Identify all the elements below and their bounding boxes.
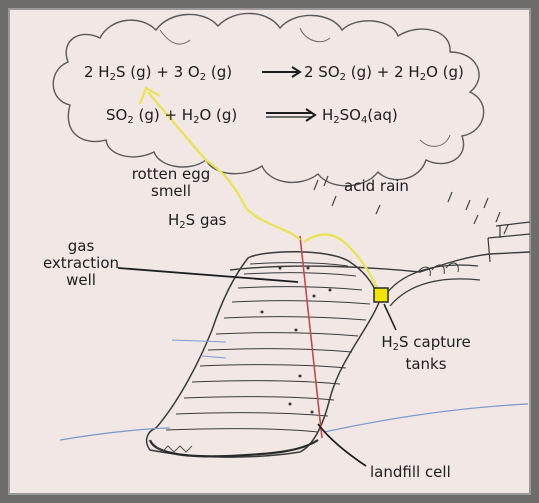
eq2-rhs-4: (aq): [367, 106, 398, 124]
cloud-inner-swirl-2: [299, 27, 331, 43]
gas-extraction-well-line-1: gas: [67, 237, 95, 255]
eq2-lhs-1: 2: [127, 115, 134, 126]
base-squiggle: [155, 445, 193, 453]
building-outline: [487, 221, 531, 263]
eq1-rhs-1: 2: [339, 72, 347, 83]
h2s-capture-0: H: [381, 333, 393, 351]
landfill-layers: [165, 262, 371, 433]
eq2-rhs-2: SO: [339, 106, 361, 124]
h2s-gas-arrowhead: [138, 86, 161, 105]
eq2-rhs-0: H: [322, 106, 334, 124]
equation-2-reactants: SO2 (g) + H2O (g): [106, 106, 237, 130]
landfill-cell-label: landfill cell: [370, 463, 451, 481]
pipe-coils: [417, 262, 459, 277]
eq1-lhs-1: 2: [109, 72, 116, 83]
h2s-gas-arrow: [147, 91, 301, 241]
equation-2-products: H2SO4(aq): [322, 106, 398, 130]
equation-1-products: 2 SO2 (g) + 2 H2O (g): [304, 63, 464, 87]
landfill-leader-line: [317, 423, 367, 467]
tank-gas-arrow: [303, 233, 382, 295]
reaction-arrow-2: [266, 108, 317, 122]
capture-leader-line: [383, 303, 397, 331]
landfill-cell-outline: [145, 250, 381, 458]
eq2-rhs-3: 4: [360, 115, 368, 126]
eq1-rhs-4: O (g): [426, 63, 464, 81]
h2s-capture-1: 2: [392, 342, 399, 353]
waste-marks: [260, 266, 332, 414]
h2s-capture-2: S capture: [398, 333, 471, 351]
eq1-lhs-3: 2: [199, 72, 207, 83]
gas-extraction-well-label: gas extraction well: [34, 238, 128, 289]
eq1-rhs-3: 2: [419, 72, 427, 83]
acid-rain-label: acid rain: [344, 177, 409, 195]
h2s-gas-label: H2S gas: [168, 212, 226, 234]
ground-line: [229, 251, 531, 273]
acid-rain-dashes: [313, 175, 509, 235]
reaction-arrow-1: [262, 66, 302, 78]
rotten-egg-line-2: smell: [151, 182, 191, 200]
eq2-rhs-1: 2: [333, 115, 340, 126]
cloud-inner-swirl-1: [159, 29, 191, 45]
well-leader-line: [117, 267, 299, 283]
eq2-lhs-0: SO: [106, 106, 128, 124]
eq1-lhs-2: S (g) + 3 O: [115, 63, 200, 81]
h2s-capture-tank: [373, 287, 389, 303]
eq1-rhs-2: (g) + 2 H: [346, 63, 420, 81]
h2s-capture-label: H2S capture tanks: [362, 334, 490, 373]
blue-scribble: [171, 339, 227, 359]
rotten-egg-label: rotten egg smell: [116, 166, 226, 200]
groundwater-line: [59, 403, 529, 441]
h2s-gas-1: 2: [179, 220, 186, 231]
h2s-gas-0: H: [168, 211, 180, 229]
h2s-capture-line-2: tanks: [405, 355, 447, 373]
equation-1-reactants: 2 H2S (g) + 3 O2 (g): [84, 63, 232, 87]
eq2-lhs-3: 2: [193, 115, 200, 126]
eq1-lhs-4: (g): [206, 63, 233, 81]
eq2-lhs-4: O (g): [199, 106, 238, 124]
gas-extraction-well-line-2: extraction: [42, 254, 120, 272]
cloud-inner-swirl-3: [419, 134, 451, 147]
eq2-lhs-2: (g) + H: [133, 106, 194, 124]
gas-extraction-well-line-3: well: [66, 271, 96, 289]
gas-extraction-well-pipe: [299, 235, 323, 439]
eq1-lhs-0: 2 H: [84, 63, 110, 81]
eq1-rhs-0: 2 SO: [304, 63, 340, 81]
rotten-egg-line-1: rotten egg: [131, 165, 211, 183]
h2s-capture-line-1: H2S capture: [362, 334, 490, 356]
h2s-gas-2: S gas: [185, 211, 227, 229]
